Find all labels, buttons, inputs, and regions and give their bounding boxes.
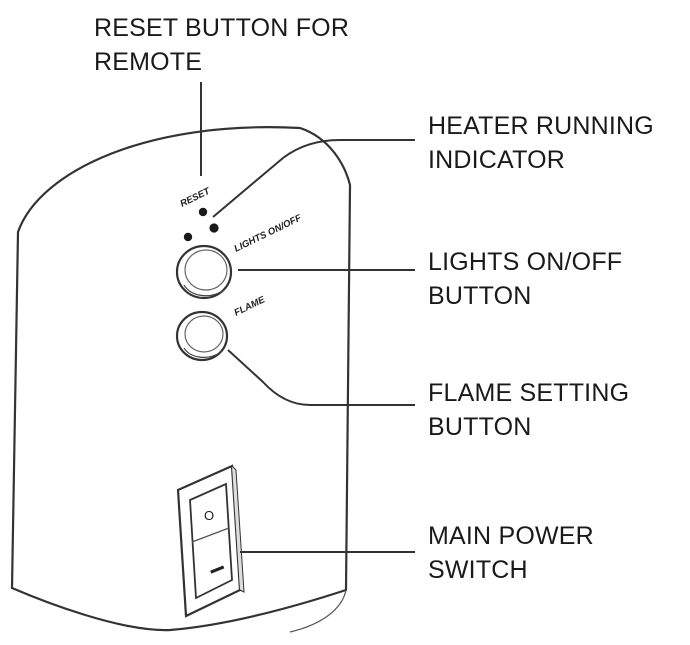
switch-on-mark [210, 565, 225, 574]
control-panel-plate [10, 126, 352, 633]
flame-setting-button[interactable] [175, 310, 229, 362]
main-power-switch[interactable] [176, 464, 245, 618]
svg-text:BUTTON: BUTTON [428, 282, 532, 310]
callout-heater-running-indicator: HEATER RUNNING INDICATOR [428, 112, 654, 174]
svg-text:REMOTE: REMOTE [94, 48, 202, 76]
svg-text:INDICATOR: INDICATOR [428, 146, 565, 174]
leader-heater [212, 139, 415, 218]
callout-lights-on-off-button: LIGHTS ON/OFF BUTTON [428, 248, 622, 310]
svg-text:BUTTON: BUTTON [428, 413, 532, 441]
svg-text:RESET BUTTON FOR: RESET BUTTON FOR [94, 14, 349, 42]
svg-text:SWITCH: SWITCH [428, 556, 528, 584]
svg-text:FLAME SETTING: FLAME SETTING [428, 379, 629, 407]
svg-text:LIGHTS ON/OFF: LIGHTS ON/OFF [428, 248, 622, 276]
lights-on-off-button[interactable] [175, 244, 233, 300]
callout-main-power-switch: MAIN POWER SWITCH [428, 522, 594, 584]
svg-text:HEATER RUNNING: HEATER RUNNING [428, 112, 654, 140]
svg-text:MAIN POWER: MAIN POWER [428, 522, 594, 550]
switch-off-mark: O [204, 508, 214, 523]
lights-indicator-led [183, 232, 193, 242]
heater-running-indicator-led [209, 223, 219, 233]
callout-reset-button: RESET BUTTON FOR REMOTE [94, 14, 349, 76]
leader-flame [227, 349, 415, 406]
reset-pinhole[interactable] [198, 207, 208, 217]
callout-flame-setting-button: FLAME SETTING BUTTON [428, 379, 629, 441]
